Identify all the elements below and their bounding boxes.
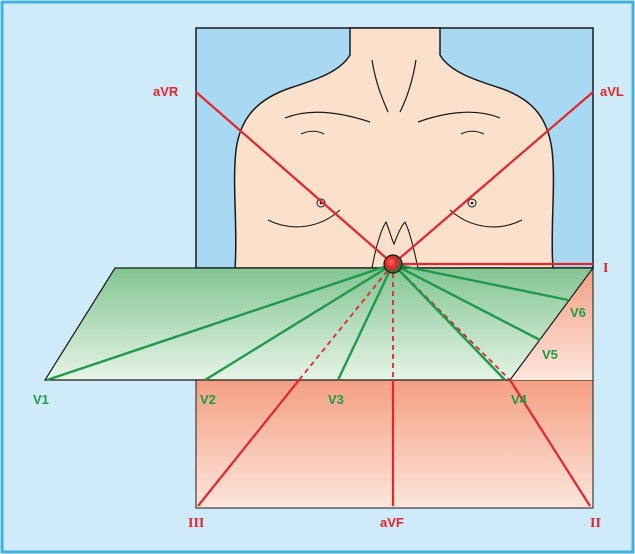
label-avf: aVF (380, 515, 404, 530)
nipple-right-dot (471, 202, 474, 205)
frontal-plane-lower (196, 380, 593, 508)
label-avr: aVR (153, 84, 179, 99)
label-v1: V1 (33, 392, 49, 407)
label-v2: V2 (200, 392, 216, 407)
label-i: I (603, 261, 608, 276)
label-v4: V4 (511, 392, 528, 407)
label-avl: aVL (600, 84, 624, 99)
label-ii: II (590, 516, 601, 531)
label-v5: V5 (542, 347, 558, 362)
label-iii: III (188, 516, 204, 531)
label-v3: V3 (328, 392, 344, 407)
label-v6: V6 (570, 305, 586, 320)
heart-marker (384, 255, 402, 273)
